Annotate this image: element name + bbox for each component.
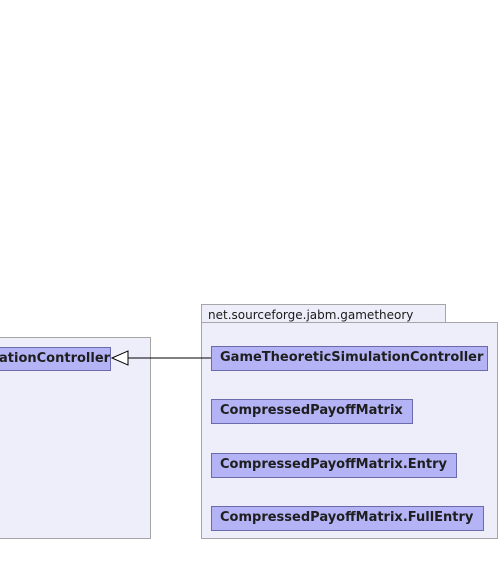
class-compressed-payoff-matrix-entry[interactable]: CompressedPayoffMatrix.Entry <box>211 453 457 478</box>
class-label: GameTheoreticSimulationController <box>220 350 484 365</box>
class-label: ationController <box>0 351 111 366</box>
class-label: CompressedPayoffMatrix.FullEntry <box>220 510 474 525</box>
package-name: net.sourceforge.jabm.gametheory <box>208 308 414 322</box>
class-label: CompressedPayoffMatrix.Entry <box>220 457 447 472</box>
class-simulation-controller[interactable]: ationController <box>0 347 111 371</box>
package-tab: net.sourceforge.jabm.gametheory <box>201 304 446 323</box>
inheritance-arrowhead-icon <box>110 350 129 366</box>
class-label: CompressedPayoffMatrix <box>220 403 403 418</box>
class-game-theoretic-simulation-controller[interactable]: GameTheoreticSimulationController <box>211 346 488 371</box>
class-compressed-payoff-matrix[interactable]: CompressedPayoffMatrix <box>211 399 413 424</box>
class-compressed-payoff-matrix-full-entry[interactable]: CompressedPayoffMatrix.FullEntry <box>211 506 484 531</box>
